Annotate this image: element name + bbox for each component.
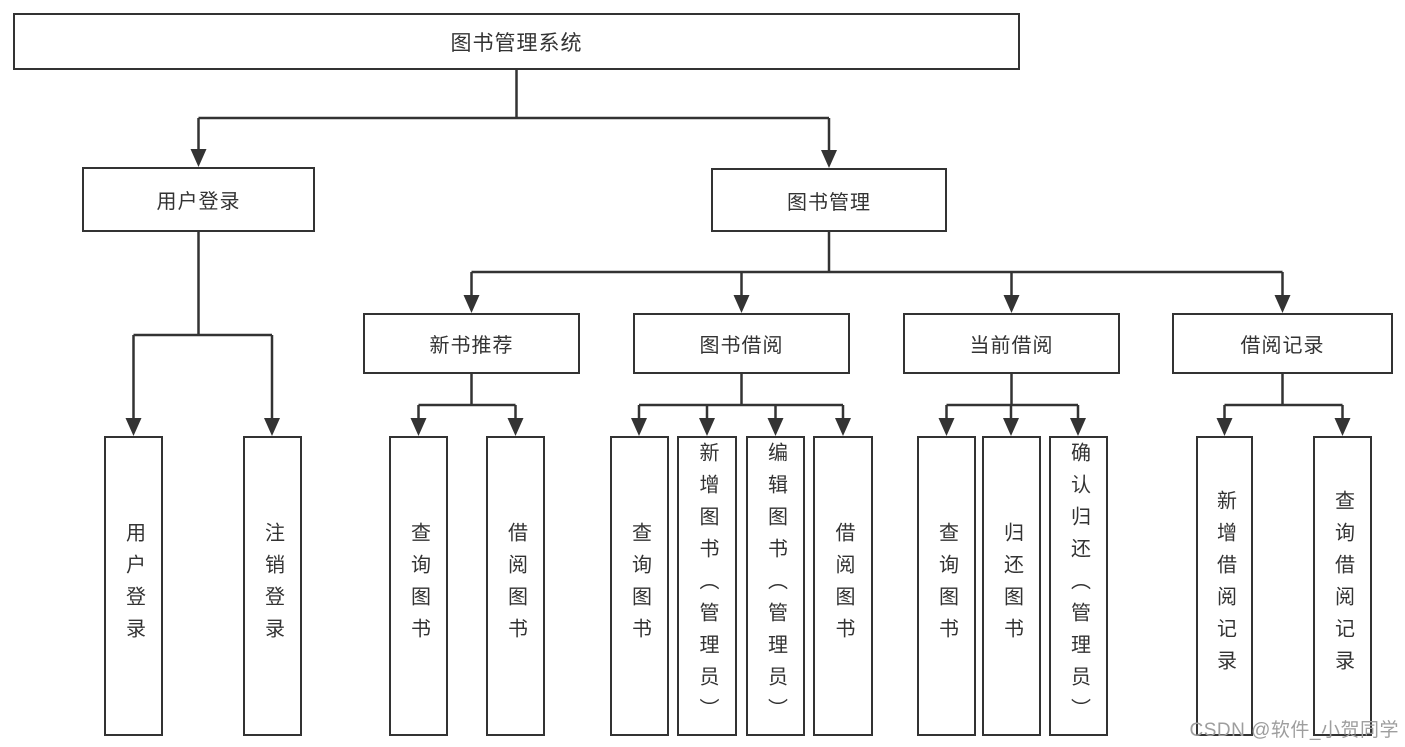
connector-currentborrow-to-leaves (938, 373, 1086, 436)
connector-bookmgmt-to-level3 (463, 232, 1291, 313)
csdn-watermark: CSDN @软件_小贺同学 (1189, 720, 1399, 741)
leaf-return-book: 归还图书 (982, 436, 1041, 736)
leaf-query-book-borrow: 查询图书 (610, 436, 669, 736)
leaf-add-book-admin: 新增图书（管理员） (677, 436, 737, 736)
connector-bookborrow-to-leaves (631, 373, 851, 436)
node-book-borrow: 图书借阅 (633, 313, 850, 374)
leaf-add-borrow-record: 新增借阅记录 (1196, 436, 1253, 736)
leaf-query-borrow-record: 查询借阅记录 (1313, 436, 1372, 736)
leaf-query-book-recommend: 查询图书 (389, 436, 448, 736)
node-user-login: 用户登录 (82, 167, 315, 232)
node-current-borrow: 当前借阅 (903, 313, 1120, 374)
leaf-edit-book-admin: 编辑图书（管理员） (746, 436, 805, 736)
node-borrow-record: 借阅记录 (1172, 313, 1393, 374)
connector-userlogin-to-leaves (125, 232, 280, 436)
node-library-management-system: 图书管理系统 (13, 13, 1020, 70)
leaf-user-login: 用户登录 (104, 436, 163, 736)
connector-newbook-to-leaves (410, 373, 524, 436)
leaf-query-book-current: 查询图书 (917, 436, 976, 736)
leaf-borrow-book: 借阅图书 (813, 436, 873, 736)
connector-borrowrecord-to-leaves (1216, 373, 1351, 436)
node-new-book-recommend: 新书推荐 (363, 313, 580, 374)
node-book-management: 图书管理 (711, 168, 947, 232)
leaf-confirm-return-admin: 确认归还（管理员） (1049, 436, 1108, 736)
connector-root-to-level2 (190, 70, 837, 168)
leaf-logout-login: 注销登录 (243, 436, 302, 736)
leaf-borrow-book-recommend: 借阅图书 (486, 436, 545, 736)
